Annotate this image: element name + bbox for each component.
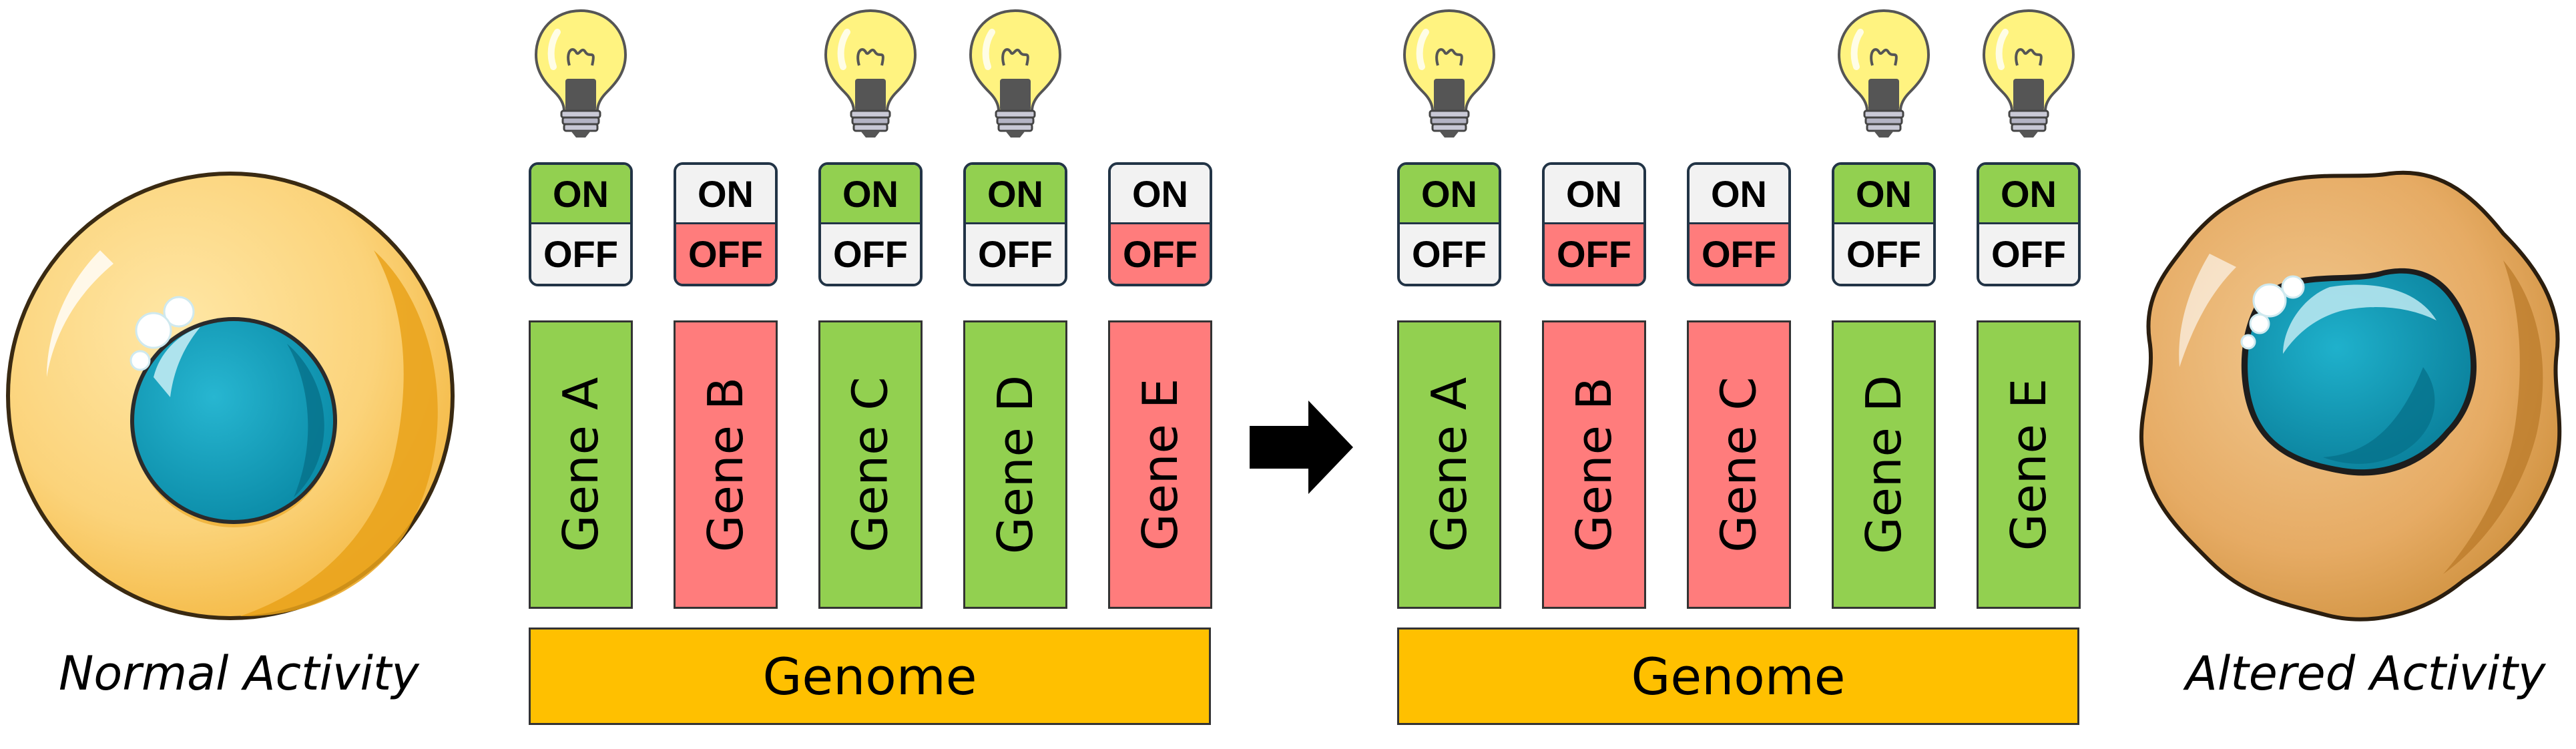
switch-off-label: OFF xyxy=(966,224,1065,284)
switch-on-label: ON xyxy=(1979,165,2078,224)
gene-bar-c: Gene C xyxy=(818,320,923,609)
switch-on-label: ON xyxy=(821,165,920,224)
gene-bar-b: Gene B xyxy=(674,320,778,609)
genome-bar: Genome xyxy=(529,628,1211,725)
gene-label: Gene A xyxy=(1421,377,1478,553)
gene-label: Gene C xyxy=(842,377,898,553)
gene-bar-a: Gene A xyxy=(1397,320,1501,609)
gene-label: Gene C xyxy=(1711,377,1767,553)
gene-label: Gene D xyxy=(987,374,1044,555)
gene-label: Gene B xyxy=(1566,377,1622,553)
switch-off-label: OFF xyxy=(1979,224,2078,284)
normal-cell-icon xyxy=(6,172,455,620)
gene-label: Gene A xyxy=(553,377,609,553)
switch-on-label: ON xyxy=(1690,165,1788,224)
switch-off-label: OFF xyxy=(531,224,630,284)
lightbulb-icon xyxy=(820,5,921,139)
gene-bar-e: Gene E xyxy=(1108,320,1212,609)
lightbulb-icon xyxy=(1979,5,2079,139)
switch-off-label: OFF xyxy=(1111,224,1210,284)
switch-on-label: ON xyxy=(1111,165,1210,224)
gene-bar-a: Gene A xyxy=(529,320,633,609)
altered-activity-caption: Altered Activity xyxy=(2185,646,2546,701)
gene-bar-c: Gene C xyxy=(1687,320,1791,609)
switch-off-label: OFF xyxy=(821,224,920,284)
normal-activity-caption: Normal Activity xyxy=(59,646,419,701)
switch-off-label: OFF xyxy=(1400,224,1499,284)
switch-on-label: ON xyxy=(966,165,1065,224)
switch-on-label: ON xyxy=(531,165,630,224)
switch-on-label: ON xyxy=(676,165,775,224)
lightbulb-icon xyxy=(1834,5,1934,139)
gene-label: Gene E xyxy=(2001,378,2057,551)
gene-bar-e: Gene E xyxy=(1977,320,2081,609)
switch-on-label: ON xyxy=(1545,165,1643,224)
gene-label: Gene B xyxy=(698,377,754,553)
switch-on-label: ON xyxy=(1834,165,1933,224)
lightbulb-icon xyxy=(531,5,631,139)
gene-bar-d: Gene D xyxy=(963,320,1067,609)
gene-label: Gene E xyxy=(1132,378,1188,551)
switch-off-label: OFF xyxy=(1690,224,1788,284)
lightbulb-icon xyxy=(965,5,1065,139)
switch-off-label: OFF xyxy=(1545,224,1643,284)
genome-bar: Genome xyxy=(1397,628,2079,725)
switch-off-label: OFF xyxy=(1834,224,1933,284)
gene-bar-b: Gene B xyxy=(1542,320,1646,609)
altered-cell-icon xyxy=(2139,170,2562,621)
gene-bar-d: Gene D xyxy=(1832,320,1936,609)
switch-off-label: OFF xyxy=(676,224,775,284)
lightbulb-icon xyxy=(1399,5,1499,139)
gene-label: Gene D xyxy=(1856,374,1912,555)
right-arrow-icon xyxy=(1250,401,1353,494)
switch-on-label: ON xyxy=(1400,165,1499,224)
